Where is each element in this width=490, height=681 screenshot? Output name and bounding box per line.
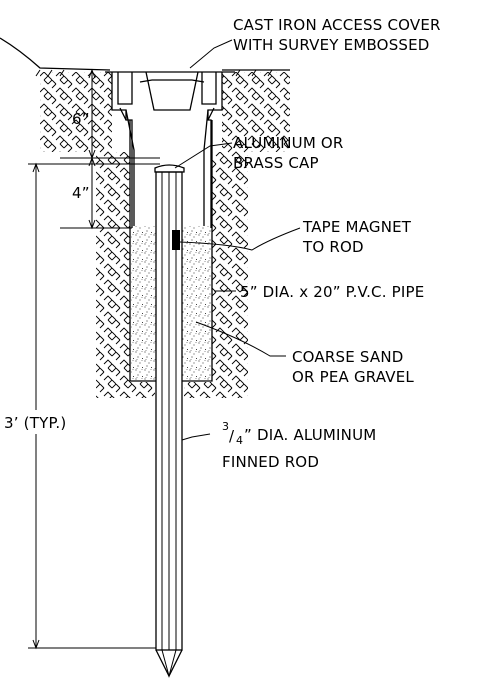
label-sand-2: OR PEA GRAVEL — [292, 368, 414, 386]
label-rod-frac-den: 4 — [236, 434, 243, 447]
dim-rod-length: 3’ (TYP.) — [4, 414, 66, 432]
soil-hatch-left-upper — [40, 72, 112, 152]
label-rod-1: ” DIA. ALUMINUM — [244, 426, 376, 444]
label-sand-1: COARSE SAND — [292, 348, 404, 366]
ground-line — [0, 37, 290, 71]
label-cap-2: BRASS CAP — [233, 154, 319, 172]
soil-hatch-right-upper — [222, 72, 290, 152]
soil-hatch-below-pipe-r — [184, 382, 212, 398]
soil-hatch-right — [212, 152, 248, 398]
label-rod-2: FINNED ROD — [222, 453, 319, 471]
soil-hatch-left — [96, 152, 130, 398]
label-cap-1: ALUMINUM OR — [233, 134, 344, 152]
leader-lines — [174, 39, 301, 441]
label-magnet-1: TAPE MAGNET — [302, 218, 412, 236]
label-cover-2: WITH SURVEY EMBOSSED — [233, 36, 430, 54]
dim-depth-cover: 6” — [72, 110, 90, 128]
label-magnet-2: TO ROD — [302, 238, 364, 256]
dimension-lines — [28, 68, 160, 650]
label-cover-1: CAST IRON ACCESS COVER — [233, 16, 441, 34]
soil-hatch-below-pipe — [130, 382, 155, 398]
dim-depth-cap: 4” — [72, 184, 90, 202]
tape-magnet — [172, 230, 180, 250]
label-rod-frac-slash: / — [229, 427, 235, 445]
finned-rod — [155, 171, 183, 678]
label-pipe: 5” DIA. x 20” P.V.C. PIPE — [240, 283, 424, 301]
label-rod-frac-num: 3 — [222, 420, 229, 433]
survey-cap — [154, 164, 185, 173]
